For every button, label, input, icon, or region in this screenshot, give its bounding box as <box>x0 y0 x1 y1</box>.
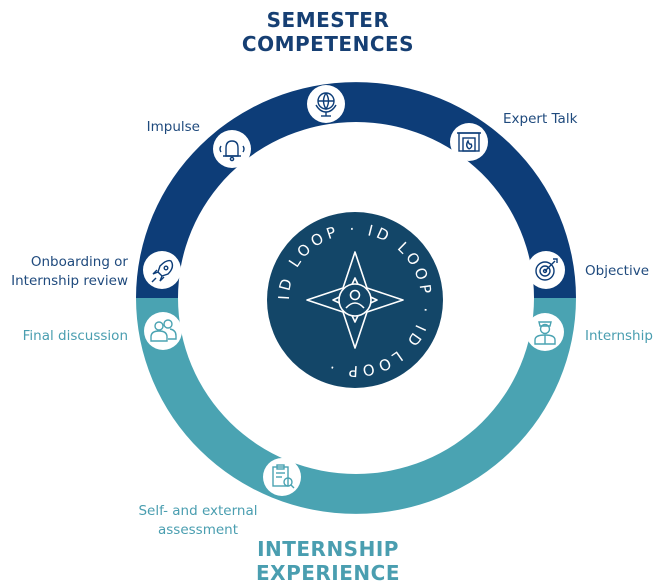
ring-bottom-half <box>136 298 576 514</box>
compass-person-icon <box>306 251 404 349</box>
doctor-icon <box>526 313 564 351</box>
objective-label: Objective <box>585 263 650 279</box>
assessment-label: Self- and external assessment <box>138 503 258 538</box>
bell-icon <box>213 130 251 168</box>
internship-experience-title: INTERNSHIP EXPERIENCE <box>256 537 400 585</box>
target-icon <box>527 251 565 289</box>
clipboard-search-icon <box>263 458 301 496</box>
rocket-icon <box>143 251 181 289</box>
fireplace-icon <box>450 123 488 161</box>
people-icon <box>144 312 182 350</box>
onboarding-label: Onboarding or Internship review <box>11 254 128 289</box>
internship-label: Internship <box>585 328 653 344</box>
impulse-label: Impulse <box>146 119 200 135</box>
expert-talk-label: Expert Talk <box>503 111 578 127</box>
id-loop-day-label: ID Loop Day <box>314 146 396 162</box>
globe-icon <box>307 85 345 123</box>
semester-competences-title: SEMESTER COMPETENCES <box>241 8 415 56</box>
final-discussion-label: Final discussion <box>22 328 128 344</box>
